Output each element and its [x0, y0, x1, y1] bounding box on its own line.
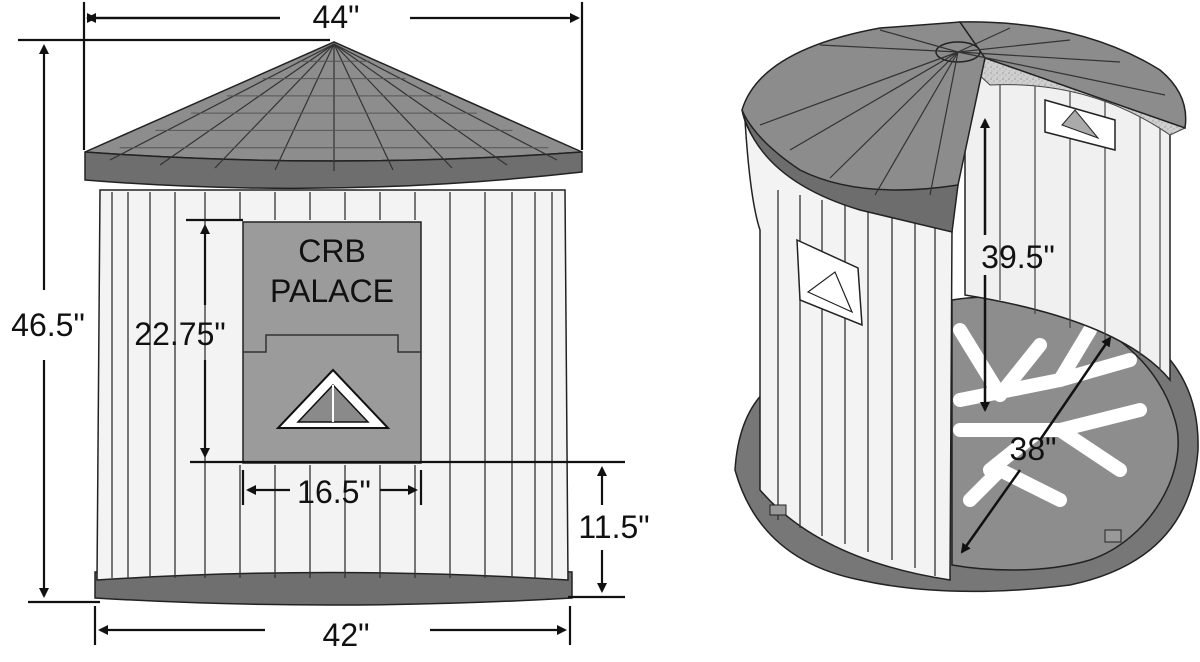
cutaway-dimension-lines: [960, 118, 1112, 554]
roof-rib: [929, 51, 959, 196]
door-sign-line1: CRB: [298, 233, 366, 269]
door-triangle-vent: [275, 368, 391, 429]
front-roof-ribs: [109, 43, 558, 171]
base-tab-left: [769, 504, 787, 516]
dim-floor-diameter: 38": [1010, 431, 1057, 467]
roof-rib: [829, 51, 959, 179]
front-roof: [84, 41, 583, 190]
front-dimension-lines: [18, 2, 625, 645]
cutaway-roof-ribs: [759, 27, 1166, 196]
roof-rib: [874, 51, 959, 196]
roof-rib: [274, 43, 335, 171]
roof-rib: [957, 27, 1011, 53]
front-wall-slats: [111, 192, 553, 578]
roof-rib: [789, 51, 959, 151]
dim-door-width: 16.5": [297, 474, 371, 510]
dim-total-height: 46.5": [11, 307, 85, 343]
roof-rib: [879, 29, 959, 53]
roof-rib: [759, 51, 959, 126]
front-dimension-labels: 44" 46.5" 22.75" 16.5" 11.5" 42": [11, 0, 649, 653]
roof-rib: [109, 43, 335, 161]
roof-rib: [333, 43, 508, 166]
roof-rib: [957, 51, 1121, 63]
door-sign-line2: PALACE: [270, 273, 394, 309]
roof-rib: [333, 43, 394, 171]
floor-pattern: [953, 323, 1147, 507]
roof-rib: [957, 51, 1166, 96]
cutaway-dimension-labels: 39.5" 38": [981, 239, 1056, 467]
dim-interior-height: 39.5": [981, 239, 1055, 275]
cutaway-roof: [741, 21, 1187, 233]
cutaway-exterior-slats: [777, 190, 936, 576]
dim-door-sill-height: 11.5": [578, 509, 649, 545]
base-tab-right: [1104, 529, 1122, 543]
dim-door-height: 22.75": [134, 316, 225, 352]
roof-rib: [333, 43, 558, 161]
cutaway-view: 39.5" 38": [734, 21, 1199, 593]
front-view: CRB PALACE: [11, 0, 649, 653]
roof-rib: [957, 39, 1071, 53]
roof-rib: [819, 44, 959, 53]
dim-base-width: 42": [323, 617, 370, 653]
front-door-panel: CRB PALACE: [242, 221, 422, 464]
dim-top-width: 44": [313, 0, 360, 35]
roof-rib: [159, 43, 335, 166]
